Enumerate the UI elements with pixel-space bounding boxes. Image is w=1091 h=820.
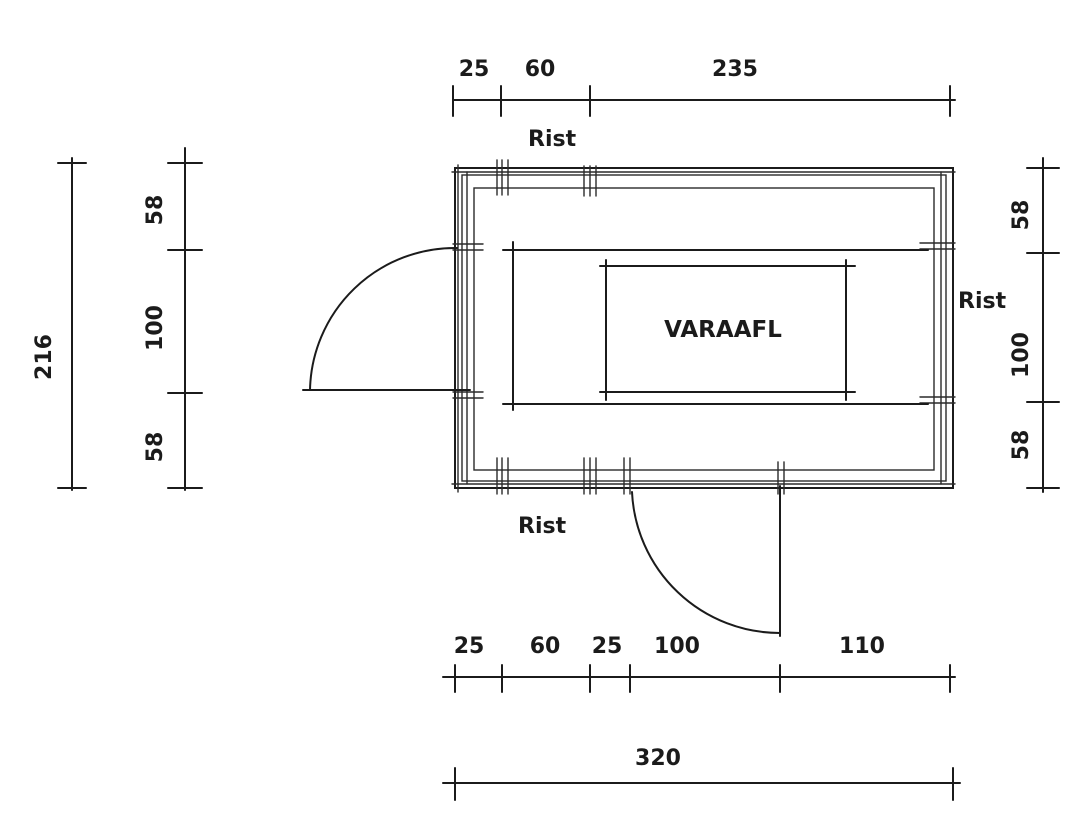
- overall-height-216: 216: [32, 334, 57, 380]
- top-dim-25: 25: [459, 57, 490, 82]
- bottom-overall-dimension: 320: [442, 746, 961, 801]
- right-dim-100: 100: [1009, 332, 1034, 378]
- left-overall-dimension: 216: [32, 157, 87, 491]
- left-door-swing: [302, 246, 471, 391]
- bottom-dim-110: 110: [839, 634, 885, 659]
- left-segment-dimensions: 58 100 58: [143, 147, 203, 491]
- top-dimension-line: 25 60 235: [452, 57, 956, 117]
- left-dim-100: 100: [143, 305, 168, 351]
- overall-width-320: 320: [635, 746, 681, 771]
- right-dim-58-bottom: 58: [1009, 430, 1034, 461]
- wall-tick-marks: [452, 159, 956, 495]
- top-dim-60: 60: [525, 57, 556, 82]
- bottom-dim-100: 100: [654, 634, 700, 659]
- room-walls: [451, 164, 956, 493]
- inner-platform-outline: [502, 241, 929, 411]
- right-segment-dimensions: 58 100 58: [1009, 157, 1060, 493]
- center-table-outline: [599, 259, 856, 401]
- top-dim-235: 235: [712, 57, 758, 82]
- bottom-dim-25-a: 25: [454, 634, 485, 659]
- center-label: VARAAFL: [664, 317, 782, 343]
- rist-label-bottom: Rist: [518, 514, 567, 539]
- bottom-segment-dimensions: 25 60 25 100 110: [442, 634, 956, 693]
- rist-label-top: Rist: [528, 127, 577, 152]
- bottom-dim-25-b: 25: [592, 634, 623, 659]
- left-dim-58-top: 58: [143, 195, 168, 226]
- bottom-dim-60: 60: [530, 634, 561, 659]
- left-dim-58-bottom: 58: [143, 432, 168, 463]
- right-dim-58-top: 58: [1009, 200, 1034, 231]
- rist-label-right: Rist: [958, 289, 1007, 314]
- bottom-door-swing: [631, 485, 781, 637]
